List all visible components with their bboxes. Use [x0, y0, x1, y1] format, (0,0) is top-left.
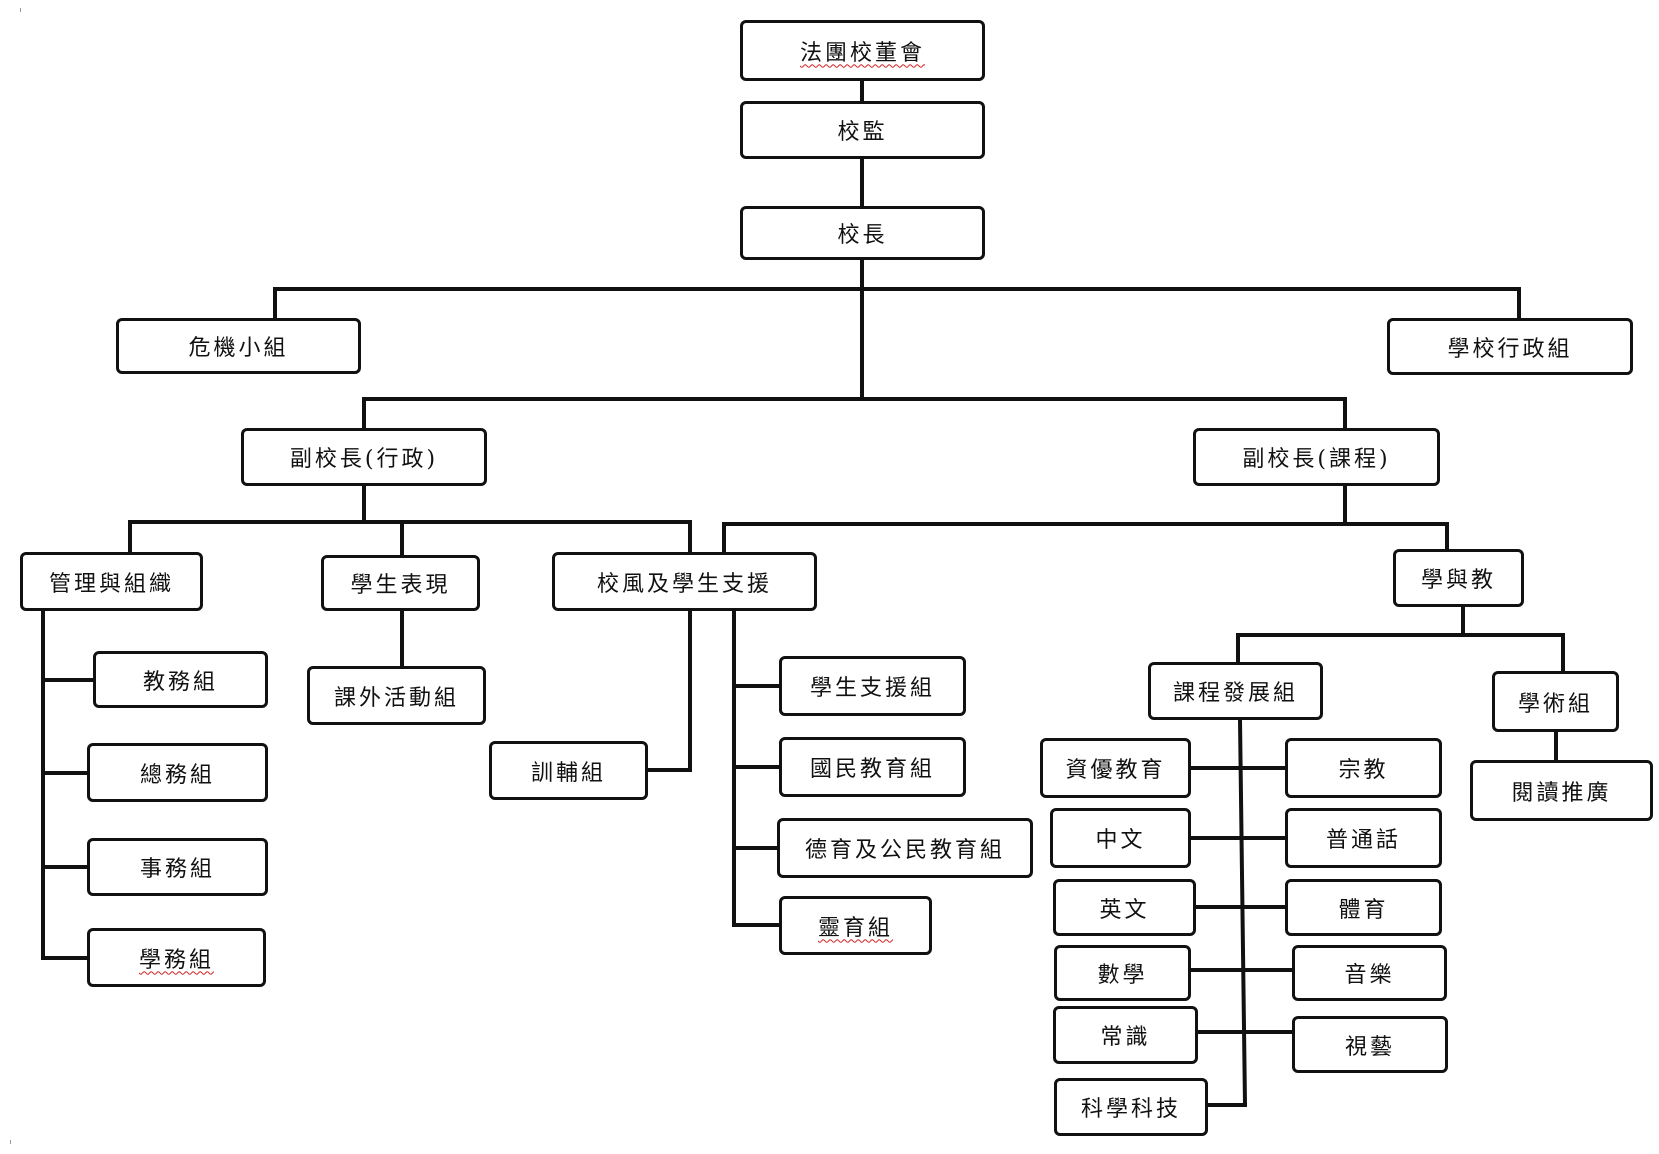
- node-performance: 學生表現: [321, 555, 480, 611]
- node-school-admin: 學校行政組: [1387, 318, 1633, 375]
- node-english: 英文: [1053, 879, 1196, 936]
- node-guidance: 訓輔組: [489, 741, 648, 800]
- node-extracurricular: 課外活動組: [307, 666, 486, 725]
- node-pe: 體育: [1285, 879, 1442, 936]
- node-moral-civic: 德育及公民教育組: [777, 818, 1033, 878]
- node-sci-tech: 科學科技: [1054, 1078, 1208, 1136]
- node-va: 視藝: [1292, 1016, 1448, 1073]
- node-academic-affairs: 教務組: [93, 651, 268, 708]
- node-national-edu: 國民教育組: [779, 737, 966, 797]
- node-supervisor: 校監: [740, 101, 985, 159]
- node-chinese: 中文: [1050, 808, 1191, 868]
- node-gifted: 資優教育: [1040, 738, 1191, 798]
- node-reading: 閱讀推廣: [1470, 760, 1653, 821]
- node-management: 管理與組織: [20, 552, 203, 611]
- node-religion: 宗教: [1285, 738, 1442, 798]
- node-crisis: 危機小組: [116, 318, 361, 374]
- corner-mark: [20, 8, 25, 12]
- node-principal: 校長: [740, 206, 985, 260]
- node-ethos: 校風及學生支援: [552, 552, 817, 611]
- node-general-affairs: 總務組: [87, 743, 268, 802]
- node-music: 音樂: [1292, 945, 1447, 1001]
- node-learning: 學與教: [1393, 549, 1524, 607]
- node-student-support: 學生支援組: [779, 656, 966, 716]
- node-student-affairs: 學務組: [87, 928, 266, 987]
- corner-mark: [10, 1140, 15, 1144]
- node-math: 數學: [1054, 945, 1191, 1001]
- node-vp-admin: 副校長(行政): [241, 428, 487, 486]
- node-vp-curriculum: 副校長(課程): [1193, 428, 1440, 486]
- node-gs: 常識: [1053, 1006, 1198, 1064]
- node-putonghua: 普通話: [1285, 808, 1442, 868]
- node-affairs: 事務組: [87, 838, 268, 896]
- node-curriculum-dev: 課程發展組: [1148, 662, 1323, 720]
- node-spiritual: 靈育組: [779, 896, 932, 955]
- node-academic: 學術組: [1492, 671, 1619, 732]
- node-board: 法團校董會: [740, 20, 985, 81]
